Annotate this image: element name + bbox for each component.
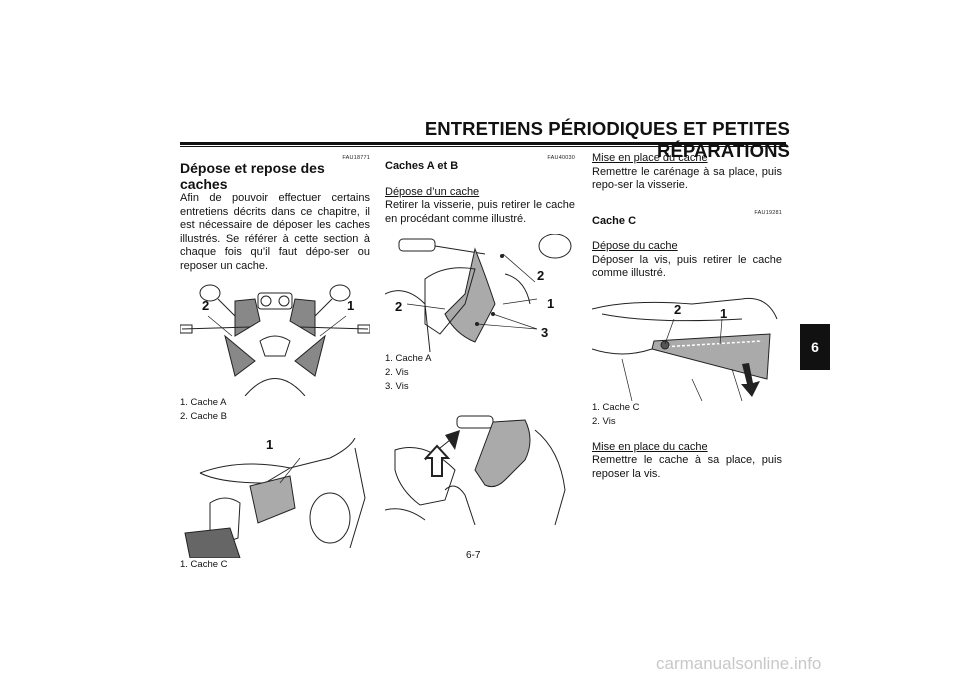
section-title: Cache C — [592, 214, 637, 227]
figure-caption: 2. Cache B — [180, 411, 227, 422]
section-title: Dépose et repose des caches — [180, 160, 325, 192]
figure-caption: 3. Vis — [385, 381, 409, 392]
callout-2: 2 — [537, 268, 545, 283]
callout-1: 1 — [720, 305, 728, 321]
reference-code: FAU19281 — [754, 209, 782, 216]
figure-cache-c-detail: 2 1 — [591, 289, 782, 401]
section-title: Caches A et B — [385, 160, 459, 172]
callout-1: 1 — [547, 296, 555, 311]
callout-1: 1 — [266, 437, 274, 452]
page-number: 6-7 — [466, 550, 481, 561]
subheading-install: Mise en place du cache — [592, 440, 708, 453]
subheading-remove: Dépose d’un cache — [385, 185, 480, 198]
callout-2: 2 — [395, 299, 403, 314]
figure-caption: 2. Vis — [385, 367, 409, 378]
figure-caption: 1. Cache A — [385, 353, 432, 364]
column-2: FAU40030 Caches A et B Dépose d’un cache… — [384, 152, 575, 530]
column-3: Mise en place du cache Remettre le carén… — [591, 152, 782, 481]
reference-code: FAU40030 — [547, 155, 575, 161]
rear-panel-illustration — [591, 297, 778, 401]
figure-caches-a-b: 2 1 — [179, 281, 371, 397]
figure-caption: 2. Vis — [592, 415, 616, 427]
remove-paragraph: Déposer la vis, puis retirer le cache co… — [592, 253, 782, 280]
header-rule-thin — [180, 146, 786, 147]
remove-paragraph: Retirer la visserie, puis retirer le cac… — [385, 199, 575, 225]
install-paragraph: Remettre le carénage à sa place, puis re… — [592, 165, 782, 192]
install-paragraph: Remettre le cache à sa place, puis repos… — [592, 454, 782, 480]
page-header-title: ENTRETIENS PÉRIODIQUES ET PETITES RÉPARA… — [424, 118, 790, 161]
figure-caches-a-b-detail: 2 1 2 3 — [384, 233, 575, 353]
callout-3: 3 — [541, 325, 549, 340]
figure-caption: 1. Cache A — [180, 397, 227, 408]
figure-removal-direction — [384, 410, 575, 530]
watermark-url[interactable]: carmanualsonline.info — [656, 654, 822, 673]
fairing-illustration — [384, 233, 572, 353]
callout-1: 1 — [347, 298, 355, 313]
subheading-remove: Dépose du cache — [592, 240, 678, 252]
handlebar-illustration — [179, 284, 371, 397]
chapter-tab[interactable]: 6 — [800, 324, 830, 370]
figure-cache-c: 1 — [180, 437, 370, 559]
header-rule — [180, 142, 786, 145]
callout-2: 2 — [674, 301, 682, 317]
seat-side-illustration — [184, 437, 366, 559]
removal-arrow-illustration — [384, 415, 566, 526]
intro-paragraph: Afin de pouvoir effectuer certains entre… — [180, 192, 370, 272]
reference-code: FAU18771 — [342, 155, 370, 161]
figure-caption: 1. Cache C — [592, 401, 640, 413]
subheading-install: Mise en place du cache — [592, 152, 708, 164]
figure-caption: 1. Cache C — [180, 559, 228, 570]
column-1: FAU18771 Dépose et repose des caches Afi… — [179, 152, 371, 572]
callout-2: 2 — [202, 298, 210, 313]
